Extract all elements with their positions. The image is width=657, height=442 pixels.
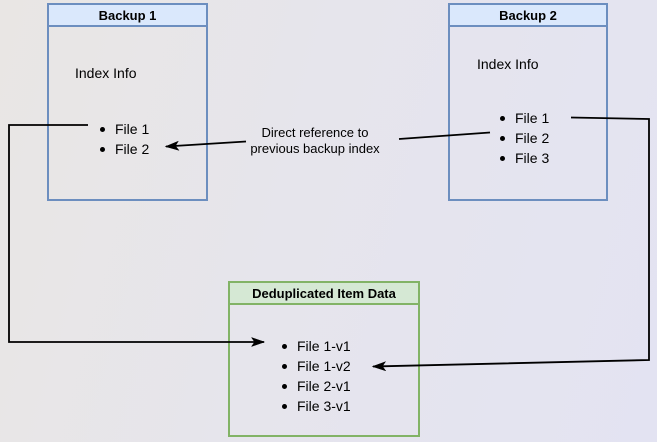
list-item: File 1 — [100, 119, 149, 139]
backup-2-file-list: File 1 File 2 File 3 — [500, 108, 549, 168]
deduplicated-item-data-node: Deduplicated Item Data File 1-v1 File 1-… — [228, 281, 420, 437]
edge-label-line-1: Direct reference to — [261, 125, 369, 140]
list-item: File 3 — [500, 148, 549, 168]
backup-1-title: Backup 1 — [98, 7, 157, 23]
list-item-label: File 2 — [515, 130, 550, 146]
list-item-label: File 1 — [515, 110, 550, 126]
list-item-label: File 3-v1 — [297, 398, 351, 414]
bullet-icon — [500, 135, 505, 141]
list-item: File 2 — [500, 128, 549, 148]
backup-2-index-info-label: Index Info — [477, 56, 539, 72]
bullet-icon — [282, 343, 287, 349]
backup-1-file-list: File 1 File 2 — [100, 119, 149, 159]
list-item-label: File 3 — [515, 150, 550, 166]
list-item-label: File 1-v2 — [297, 358, 351, 374]
edge-label-line-2: previous backup index — [250, 141, 380, 156]
list-item: File 1-v1 — [282, 336, 351, 356]
list-item-label: File 1 — [115, 121, 150, 137]
backup-2-title: Backup 2 — [499, 7, 557, 23]
backup-1-index-info-label: Index Info — [75, 65, 137, 81]
bullet-icon — [100, 126, 105, 132]
list-item: File 1 — [500, 108, 549, 128]
backup-2-header: Backup 2 — [450, 5, 606, 27]
backup-1-header: Backup 1 — [49, 5, 206, 27]
bullet-icon — [100, 146, 105, 152]
list-item-label: File 1-v1 — [297, 338, 351, 354]
bullet-icon — [500, 155, 505, 161]
list-item-label: File 2 — [115, 141, 150, 157]
bullet-icon — [282, 403, 287, 409]
list-item: File 2 — [100, 139, 149, 159]
list-item: File 3-v1 — [282, 396, 351, 416]
deduplicated-item-data-title: Deduplicated Item Data — [252, 285, 396, 301]
edge-label-direct-reference: Direct reference to previous backup inde… — [239, 125, 391, 157]
list-item-label: File 2-v1 — [297, 378, 351, 394]
bullet-icon — [282, 383, 287, 389]
list-item: File 2-v1 — [282, 376, 351, 396]
bullet-icon — [282, 363, 287, 369]
bullet-icon — [500, 115, 505, 121]
list-item: File 1-v2 — [282, 356, 351, 376]
deduplicated-item-list: File 1-v1 File 1-v2 File 2-v1 File 3-v1 — [282, 336, 351, 416]
deduplicated-item-data-header: Deduplicated Item Data — [230, 283, 418, 305]
backup-2-node: Backup 2 Index Info File 1 File 2 File 3 — [448, 3, 608, 201]
backup-1-node: Backup 1 Index Info File 1 File 2 — [47, 3, 208, 201]
